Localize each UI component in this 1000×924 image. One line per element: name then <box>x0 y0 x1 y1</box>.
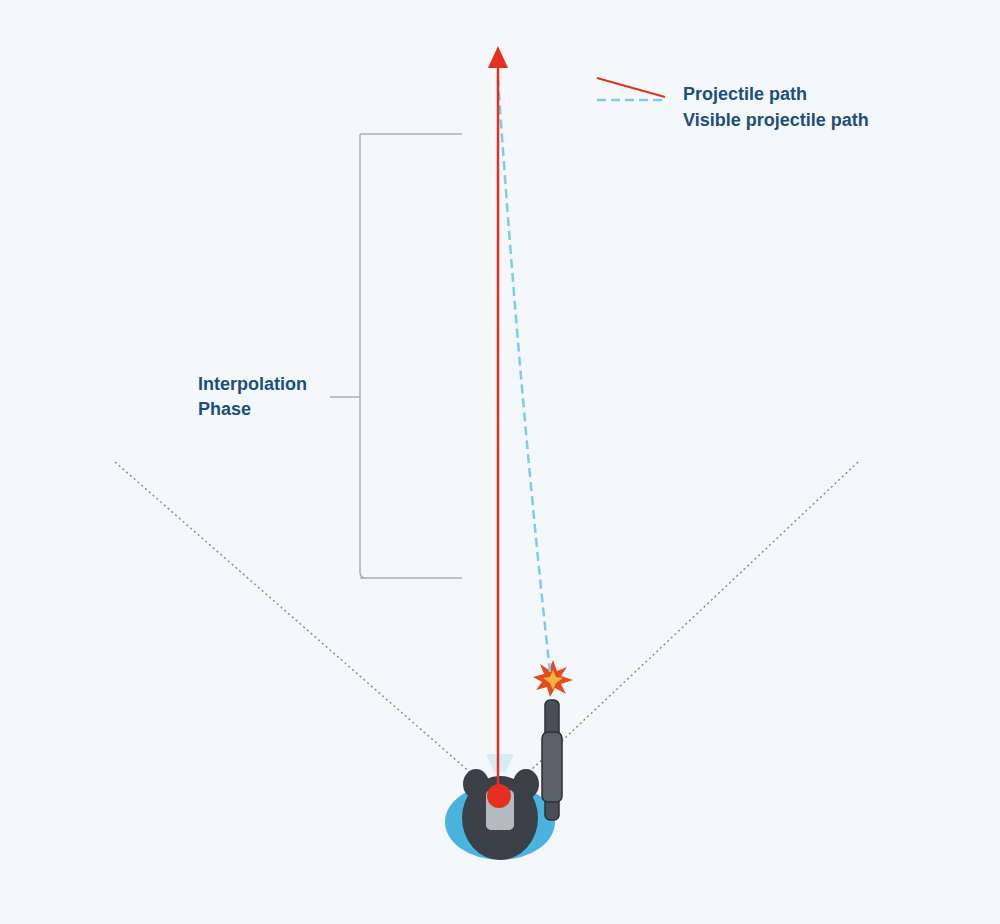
player-view-marker <box>486 754 514 772</box>
muzzle-flash <box>533 660 573 697</box>
projectile-path <box>497 66 500 795</box>
fire-origin <box>487 784 511 808</box>
phase-bracket <box>330 134 462 578</box>
gun-body <box>542 732 562 802</box>
visible-projectile-path <box>498 80 550 672</box>
player-body <box>462 776 538 860</box>
phase-label: Interpolation Phase <box>198 372 324 422</box>
muzzle-flash-core <box>543 670 563 690</box>
view-cone-line <box>512 462 858 788</box>
legend-line-sample <box>597 78 665 97</box>
arrowhead <box>488 46 508 68</box>
legend-dash-sample <box>597 99 665 102</box>
bracket-corner <box>360 134 366 578</box>
legend-label: Visible projectile path <box>683 108 869 133</box>
legend-label: Projectile path <box>683 82 807 107</box>
view-cone-line <box>115 462 488 788</box>
